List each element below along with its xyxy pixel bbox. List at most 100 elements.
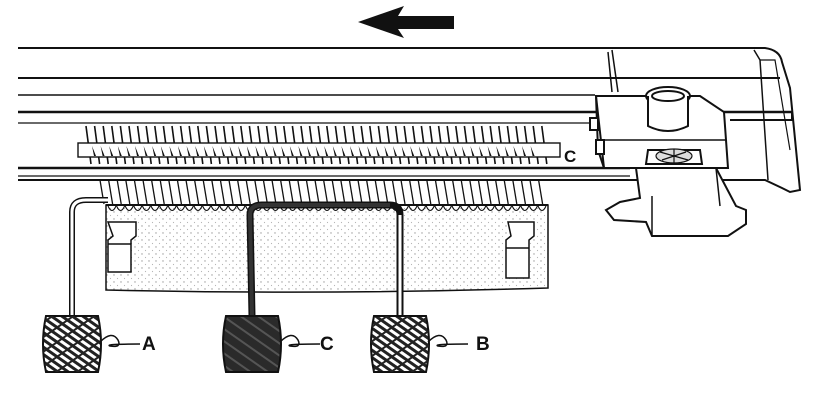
needle-hook (522, 146, 526, 156)
needle-shank (193, 179, 200, 205)
needle-shank (116, 179, 122, 205)
needle-shank (150, 179, 157, 205)
needle-shank (348, 179, 355, 205)
stitch-loop (408, 205, 418, 212)
needle-hook (504, 146, 509, 156)
needle-shank (271, 179, 277, 205)
needle-hook (229, 146, 234, 156)
needle-row-hooks: (function(){ var g = document.currentScr… (92, 146, 535, 156)
needle-shank (185, 179, 191, 205)
needle-hook (152, 146, 157, 156)
needle-hook (264, 146, 268, 156)
stitch-loop (210, 205, 220, 212)
needle-hook (444, 146, 449, 156)
needle-hook (143, 146, 148, 156)
stitch-loop (511, 205, 521, 212)
stitch-loop (537, 205, 547, 212)
stitch-loop (107, 205, 117, 212)
needle-hook (160, 146, 165, 156)
needle-hook (126, 146, 131, 156)
needle-shank (314, 179, 320, 205)
left-weight-clip (106, 221, 137, 273)
stitch-loop (227, 205, 237, 212)
stitch-loop (193, 205, 203, 212)
stitch-loop (202, 205, 212, 212)
stitch-loop (460, 205, 470, 212)
needle-hook (375, 146, 380, 156)
needle-hook (324, 146, 329, 156)
knitted-fabric: (function(){ var g = document.currentScr… (105, 204, 549, 293)
stitch-loop (417, 205, 427, 212)
direction-arrow-icon (358, 6, 454, 38)
yarn-cone-a: A (42, 315, 156, 373)
stitch-loop (477, 205, 487, 212)
needle-hook (487, 146, 492, 156)
stitch-loop (451, 205, 461, 212)
needle-hook (513, 146, 518, 156)
stitch-loop (468, 205, 478, 212)
needle-row-bar (77, 142, 561, 158)
needle-shank (383, 179, 389, 205)
needle-hook (410, 146, 415, 156)
stitch-loop (219, 205, 229, 212)
needle-hook (479, 146, 483, 156)
yarn-cone-c-label: C (320, 334, 334, 355)
stitch-loop (503, 205, 513, 212)
carriage (589, 49, 747, 237)
needle-hook (393, 146, 397, 156)
needle-hook (530, 146, 535, 156)
needle-hook (255, 146, 260, 156)
needle-hook (298, 146, 303, 156)
needle-shank (331, 179, 337, 205)
needle-row-label: C (564, 147, 576, 166)
stitch-loop (150, 205, 160, 212)
needle-shank (537, 179, 544, 205)
needle-hook (203, 146, 208, 156)
needle-shank (365, 179, 372, 205)
needle-hook (109, 146, 114, 156)
needle-shank (451, 179, 458, 205)
yarn-cone-a-label: A (142, 334, 156, 355)
needle-shank (279, 179, 286, 205)
needle-hook (470, 146, 475, 156)
needle-hook (427, 146, 432, 156)
needle-shank (228, 179, 234, 205)
needle-shank (133, 179, 140, 205)
needle-shank (305, 179, 312, 205)
needle-shank (391, 179, 398, 205)
needle-hook (289, 146, 294, 156)
stitch-loop (159, 205, 169, 212)
needle-shank (486, 179, 492, 205)
needle-shank (168, 179, 174, 205)
stitch-loop (442, 205, 452, 212)
needle-shank (262, 179, 269, 205)
needle-shank (374, 179, 380, 205)
needle-hook (315, 146, 320, 156)
needle-hook (358, 146, 363, 156)
needle-hook (401, 146, 406, 156)
needle-shank (219, 179, 226, 205)
needle-shank (520, 179, 527, 205)
needle-shank (477, 179, 484, 205)
needle-shank (297, 179, 303, 205)
yarn-cone-b-label: B (476, 334, 490, 355)
needle-shank (288, 179, 294, 205)
stitch-loop (141, 205, 151, 212)
needle-hook (212, 146, 217, 156)
needle-hook (341, 146, 346, 156)
needle-hook (332, 146, 337, 156)
needle-shank (340, 179, 346, 205)
needle-hook (496, 146, 501, 156)
needle-hook (195, 146, 200, 156)
needle-shank (125, 179, 131, 205)
needle-hook (350, 146, 354, 156)
needle-shank (357, 179, 363, 205)
yarn-strands (69, 197, 404, 318)
stitch-loop (116, 205, 126, 212)
needle-hook (186, 146, 191, 156)
needle-shank (322, 179, 329, 205)
yarn-cone-b: B (370, 315, 490, 373)
needle-shank (211, 179, 217, 205)
stitch-loop (167, 205, 177, 212)
needle-shank (417, 179, 423, 205)
